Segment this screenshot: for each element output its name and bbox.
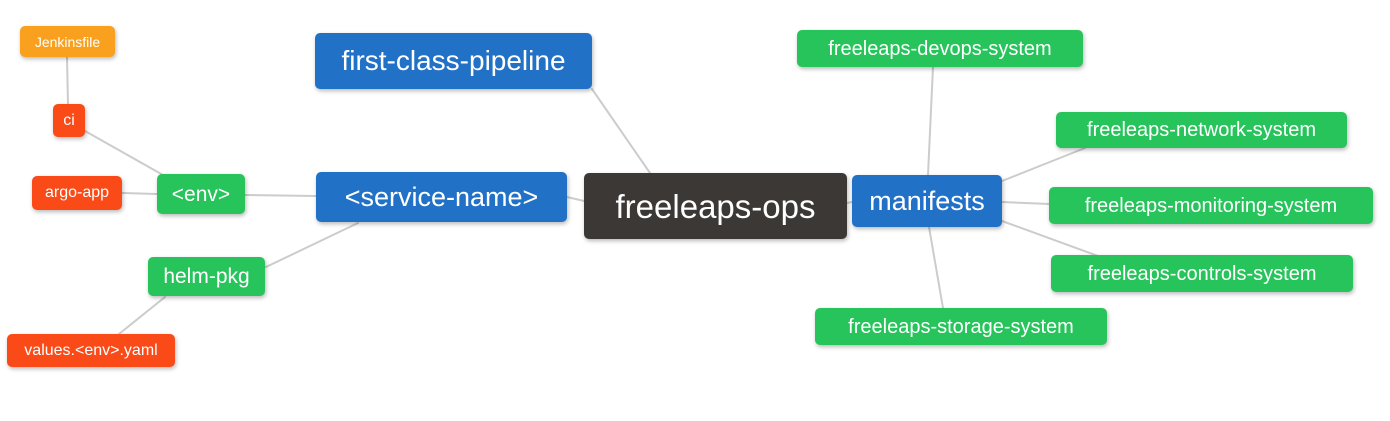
edge-manifests-to-freeleaps-controls-system [1001, 220, 1099, 257]
node-jenkinsfile[interactable]: Jenkinsfile [20, 26, 115, 57]
node-values-env-yaml[interactable]: values.<env>.yaml [7, 334, 175, 367]
node-helm-pkg[interactable]: helm-pkg [148, 257, 265, 296]
edge-ci-to-env [84, 130, 164, 176]
node-freeleaps-storage-system[interactable]: freeleaps-storage-system [815, 308, 1107, 345]
node-freeleaps-network-system[interactable]: freeleaps-network-system [1056, 112, 1347, 148]
edge-first-class-pipeline-to-freeleaps-ops [591, 88, 651, 174]
node-freeleaps-devops-system[interactable]: freeleaps-devops-system [797, 30, 1083, 67]
node-first-class-pipeline[interactable]: first-class-pipeline [315, 33, 592, 89]
node-env[interactable]: <env> [157, 174, 245, 214]
edge-service-name-to-freeleaps-ops [566, 196, 585, 202]
edge-jenkinsfile-to-ci [66, 56, 69, 105]
edge-manifests-to-freeleaps-storage-system [928, 226, 944, 309]
node-freeleaps-controls-system[interactable]: freeleaps-controls-system [1051, 255, 1353, 292]
node-service-name[interactable]: <service-name> [316, 172, 567, 222]
edge-argo-app-to-env [121, 192, 158, 195]
edge-manifests-to-freeleaps-monitoring-system [1001, 201, 1050, 205]
node-argo-app[interactable]: argo-app [32, 176, 122, 210]
edge-manifests-to-freeleaps-devops-system [927, 66, 934, 176]
node-freeleaps-ops[interactable]: freeleaps-ops [584, 173, 847, 239]
edge-service-name-to-helm-pkg [265, 222, 359, 268]
node-manifests[interactable]: manifests [852, 175, 1002, 227]
edge-env-to-service-name [244, 194, 317, 197]
edge-manifests-to-freeleaps-network-system [1001, 147, 1086, 182]
edge-helm-pkg-to-values-env-yaml [118, 296, 166, 335]
node-freeleaps-monitoring-system[interactable]: freeleaps-monitoring-system [1049, 187, 1373, 224]
node-ci[interactable]: ci [53, 104, 85, 137]
